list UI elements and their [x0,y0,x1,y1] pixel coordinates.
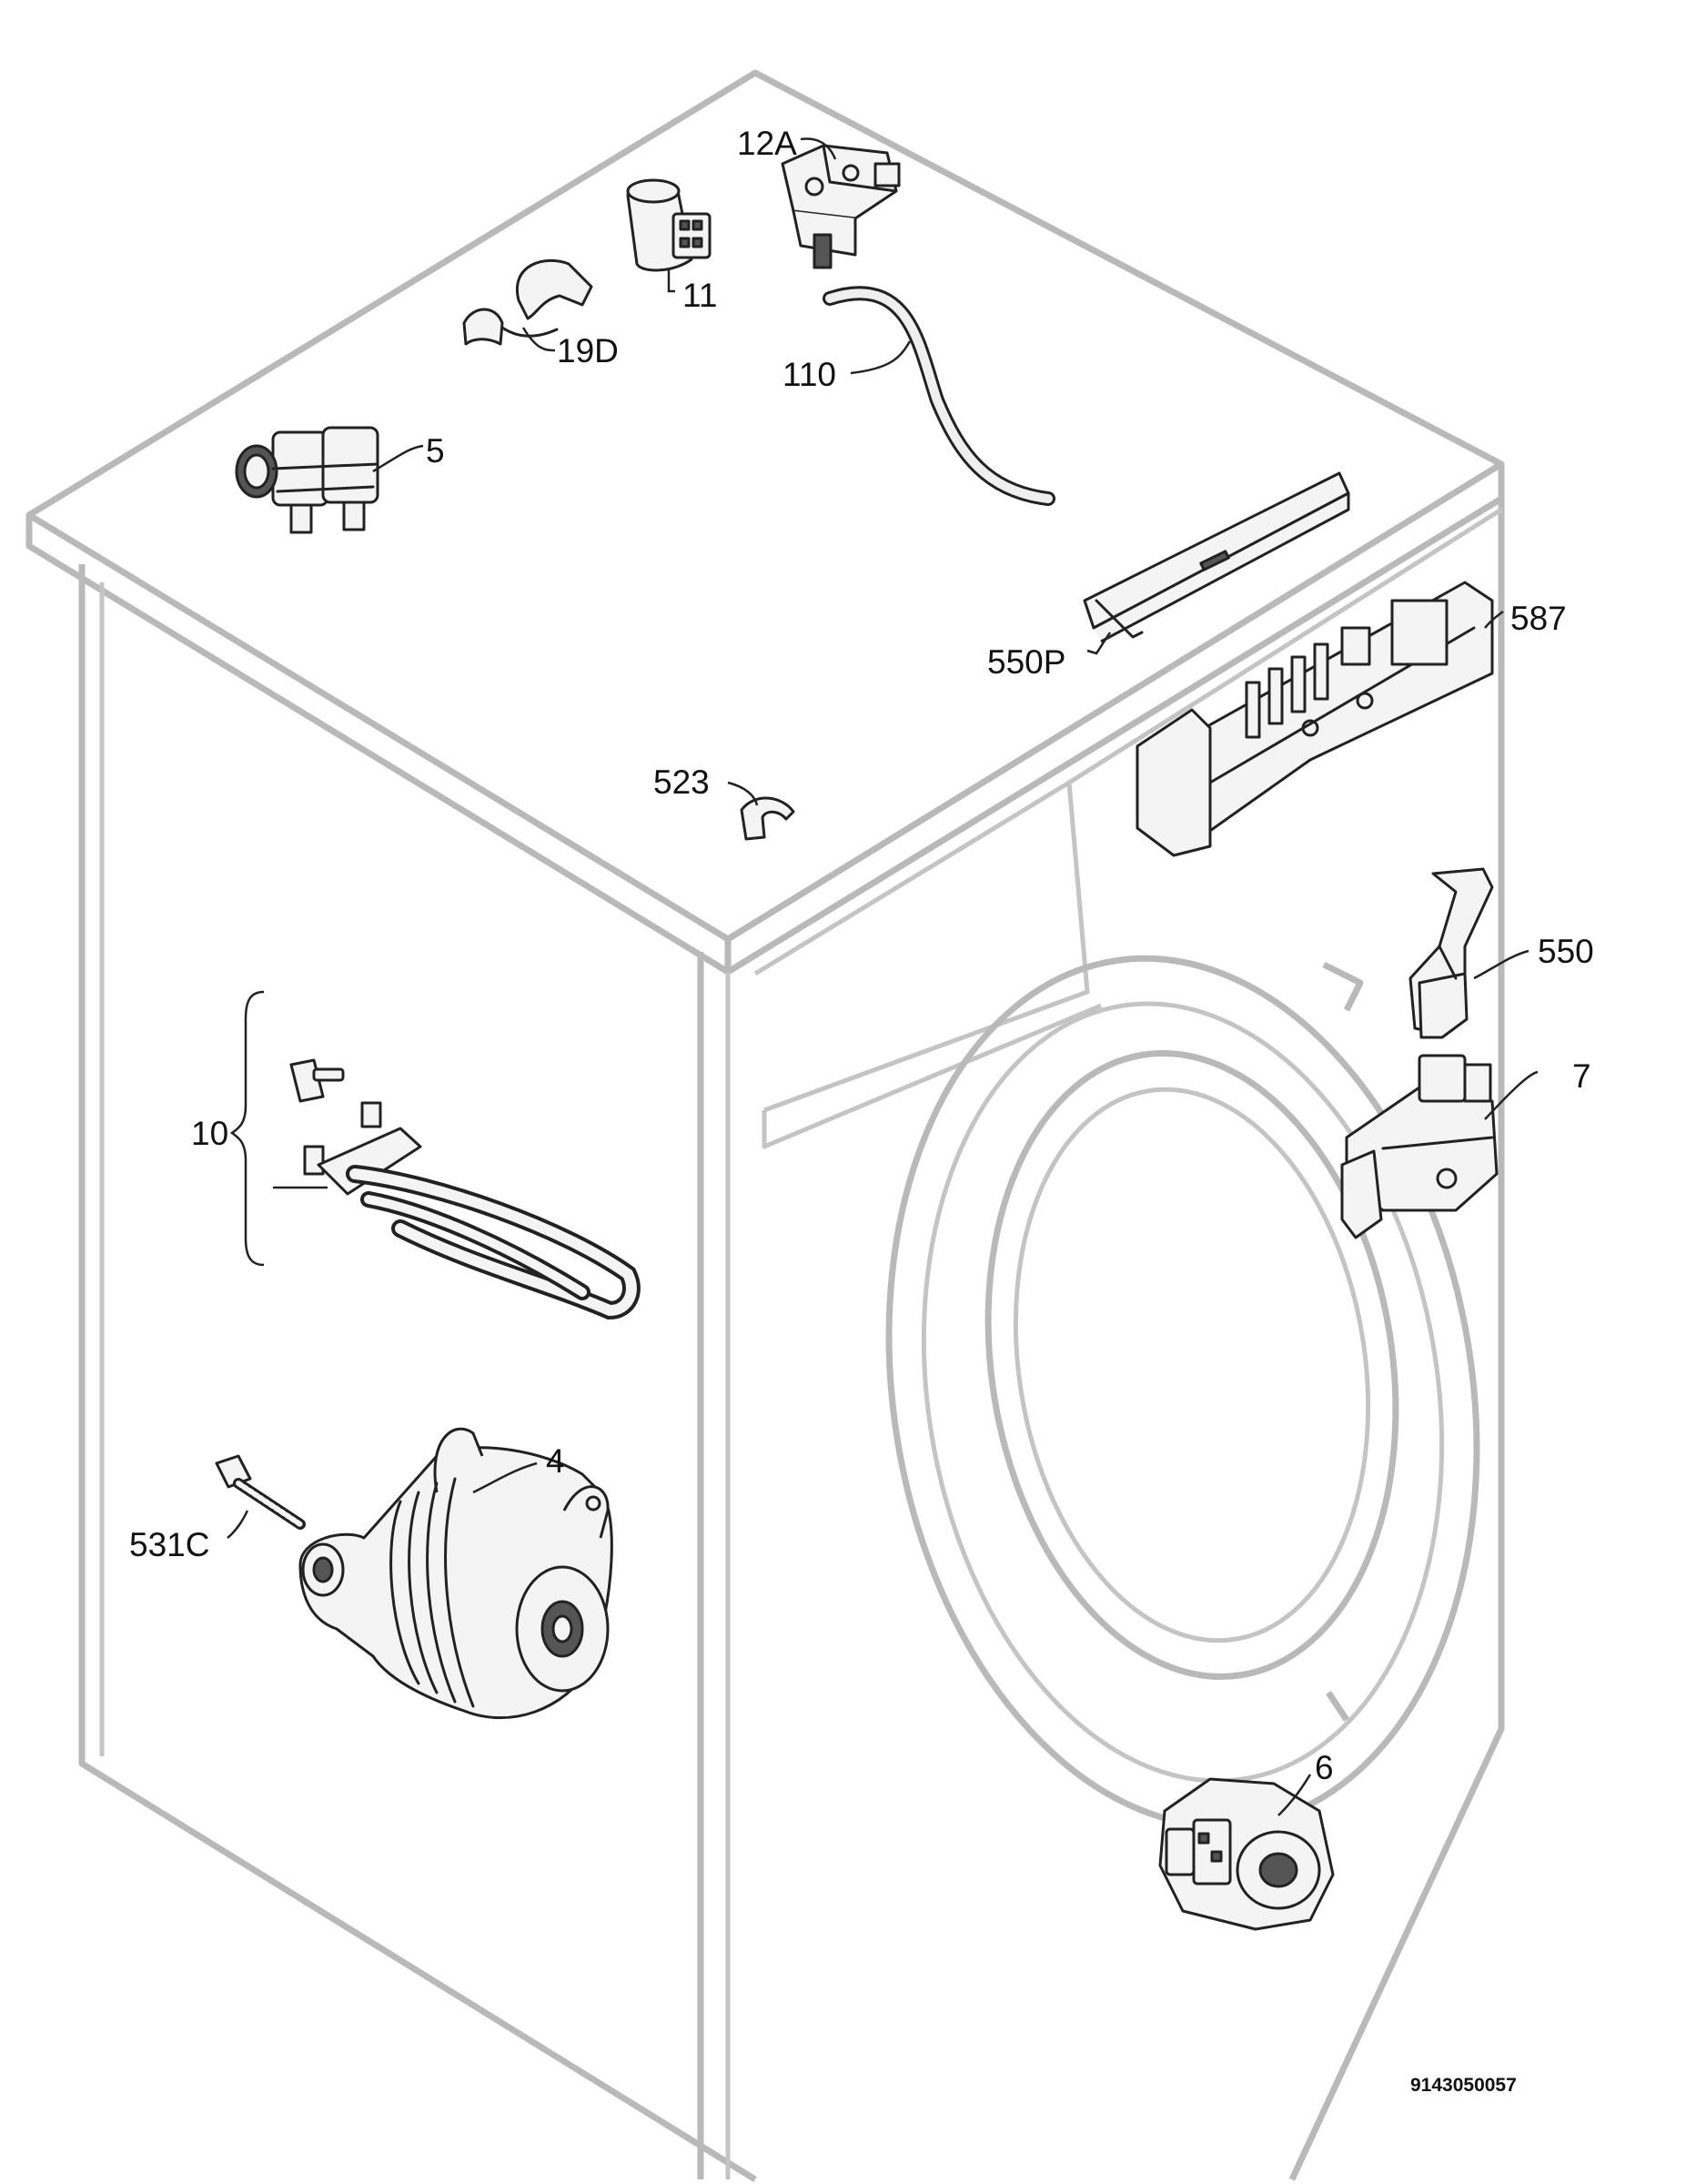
inlet-valve-part [235,426,379,534]
label-19D: 19D [557,332,619,369]
label-110: 110 [782,356,836,393]
drain-motor-part [298,1427,613,1720]
label-550P: 550P [987,643,1065,681]
label-587: 587 [1510,600,1567,637]
cabinet-outline [25,69,1505,2182]
electronic-module-part [1136,581,1494,857]
label-5: 5 [426,432,445,470]
door-lever-part [1408,867,1494,1039]
label-10: 10 [191,1115,228,1152]
control-panel-strip-part [1083,471,1350,643]
label-4: 4 [546,1442,565,1480]
label-11: 11 [682,277,717,314]
document-id: 9143050057 [1410,2075,1517,2096]
door-interlock-clip-part [462,258,593,346]
pressure-hose-part [823,286,1055,506]
label-7: 7 [1572,1057,1591,1095]
group-bracket [229,990,265,1267]
drain-pump-part [1158,1777,1335,1931]
label-6: 6 [1315,1749,1334,1786]
screw-part [215,1454,306,1530]
label-12A: 12A [737,125,797,162]
interference-filter-part [626,178,712,272]
small-clip-part [740,796,795,841]
board-components [1245,599,1449,739]
leader-lines [227,137,1539,1816]
door-interlock-part [1340,1054,1499,1239]
heating-element-part [289,1058,641,1320]
callout-labels: 12A 11 19D 110 5 550P 587 523 550 7 10 4… [129,125,1594,2096]
pressure-switch-part [781,144,901,269]
label-550: 550 [1538,933,1594,970]
label-523: 523 [653,763,710,801]
label-531C: 531C [129,1526,209,1563]
